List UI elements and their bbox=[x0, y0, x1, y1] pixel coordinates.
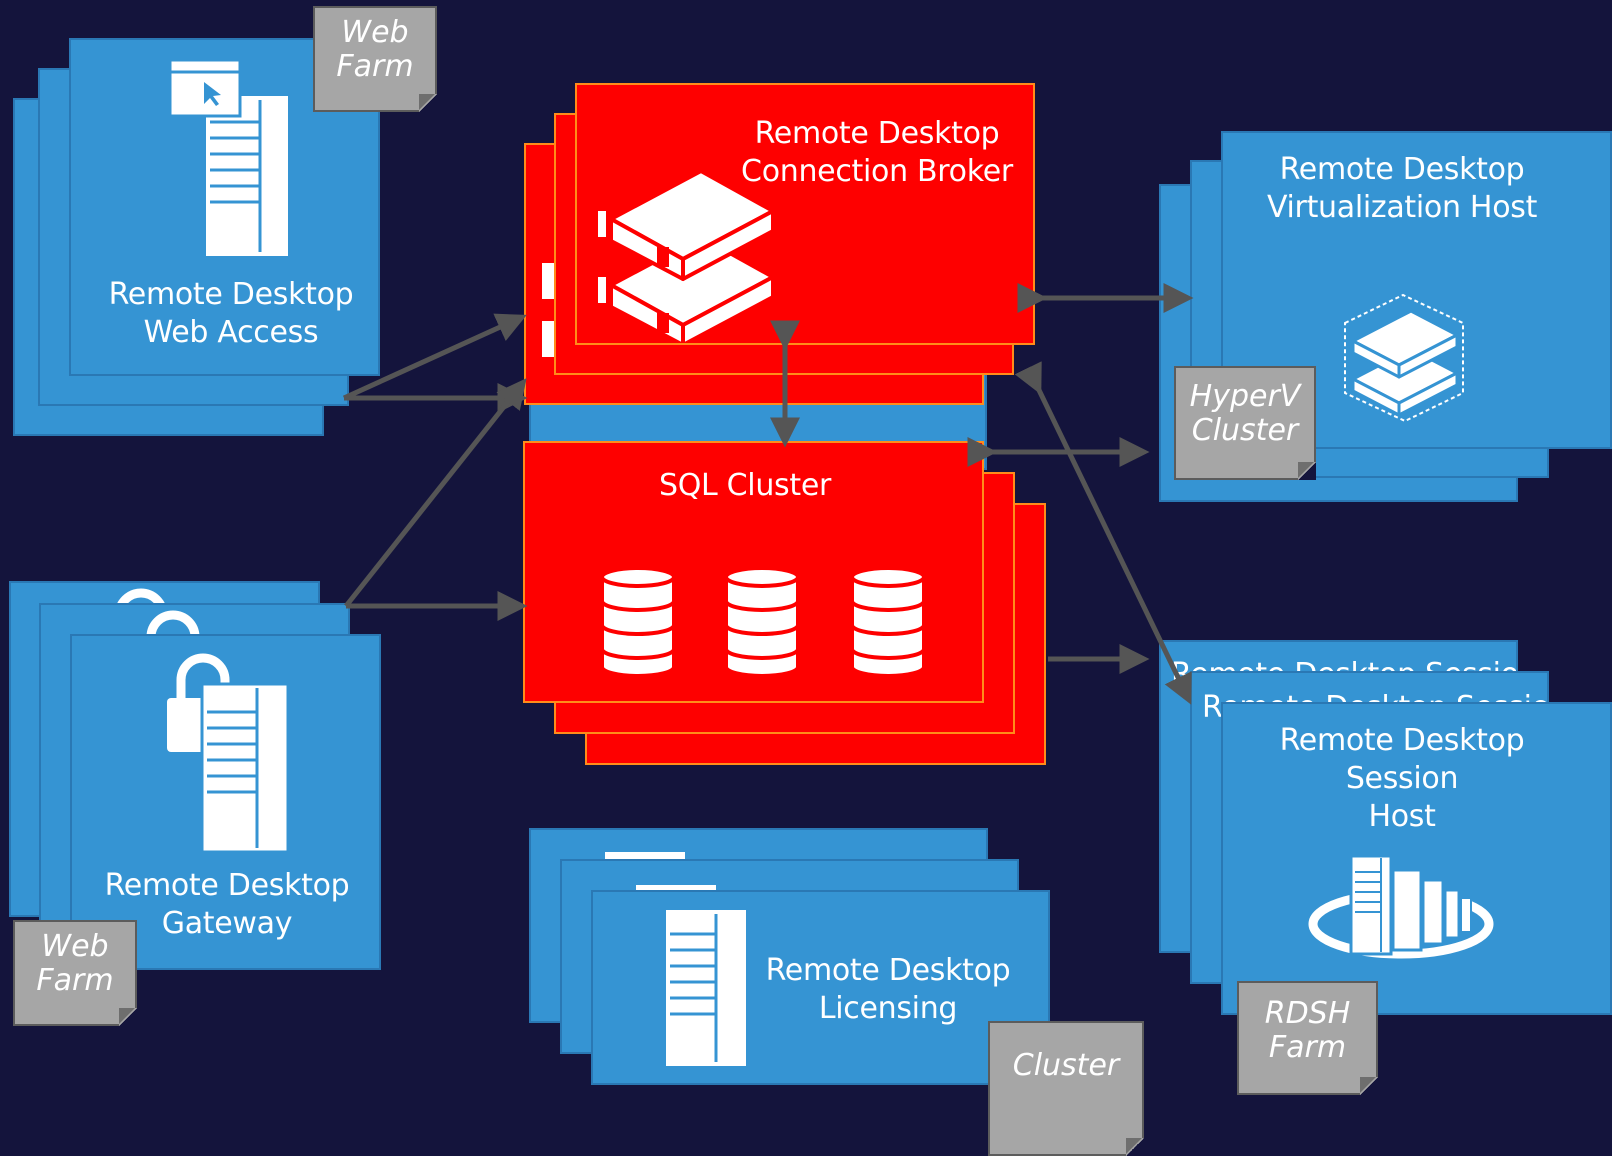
connector-web-access-to-broker-upper bbox=[342, 313, 527, 401]
padlock-icon-back bbox=[146, 610, 200, 655]
gateway-note-text: Web Farm bbox=[36, 929, 114, 998]
server-icon-back bbox=[605, 852, 685, 862]
sql-cluster-label: SQL Cluster bbox=[658, 468, 832, 503]
web-access-note: Web Farm bbox=[313, 6, 437, 112]
licensing-note: Cluster bbox=[988, 1021, 1144, 1156]
database-icon-2 bbox=[724, 566, 800, 678]
note-fold bbox=[1126, 1138, 1144, 1156]
gateway-label: Remote Desktop Gateway bbox=[104, 868, 350, 941]
server-stack-icon-back bbox=[542, 263, 556, 357]
note-fold bbox=[1298, 462, 1316, 480]
virtualization-host-note: HyperV Cluster bbox=[1174, 366, 1316, 480]
session-host-note-text: RDSH Farm bbox=[1264, 996, 1351, 1065]
gateway-note: Web Farm bbox=[13, 920, 137, 1026]
virtualization-host-note-text: HyperV Cluster bbox=[1189, 379, 1301, 448]
licensing-card[interactable]: Remote Desktop Licensing bbox=[591, 890, 1050, 1085]
gateway-server-icon bbox=[167, 653, 290, 854]
session-host-note: RDSH Farm bbox=[1237, 981, 1378, 1095]
connector-broker-session bbox=[1014, 361, 1192, 705]
database-icon-1 bbox=[600, 566, 676, 678]
server-stack-icon bbox=[595, 169, 775, 343]
web-access-card[interactable]: Remote Desktop Web Access bbox=[69, 38, 380, 376]
licensing-label: Remote Desktop Licensing bbox=[765, 953, 1011, 1026]
web-access-note-text: Web Farm bbox=[336, 15, 414, 84]
sql-cluster-card[interactable]: SQL Cluster bbox=[523, 441, 984, 703]
web-server-icon bbox=[168, 58, 288, 256]
virtualization-host-label: Remote Desktop Virtualization Host bbox=[1266, 152, 1538, 225]
licensing-note-text: Cluster bbox=[1012, 1048, 1120, 1083]
note-fold bbox=[1360, 1077, 1378, 1095]
note-fold bbox=[419, 94, 437, 112]
note-fold bbox=[119, 1008, 137, 1026]
connector-gateway-to-broker bbox=[344, 378, 527, 608]
database-icon-3 bbox=[850, 566, 926, 678]
license-server-icon bbox=[666, 910, 746, 1066]
gateway-card[interactable]: Remote Desktop Gateway bbox=[70, 634, 381, 970]
session-host-label: Remote Desktop Session Host bbox=[1279, 723, 1525, 834]
web-access-label: Remote Desktop Web Access bbox=[108, 277, 354, 350]
connection-broker-label: Remote Desktop Connection Broker bbox=[741, 116, 1013, 189]
virtual-machine-icon bbox=[1344, 293, 1464, 423]
session-host-card[interactable]: Remote Desktop Session Host bbox=[1221, 702, 1612, 1015]
session-host-server-icon bbox=[1308, 854, 1494, 959]
connection-broker-card[interactable]: Remote Desktop Connection Broker bbox=[575, 83, 1035, 345]
